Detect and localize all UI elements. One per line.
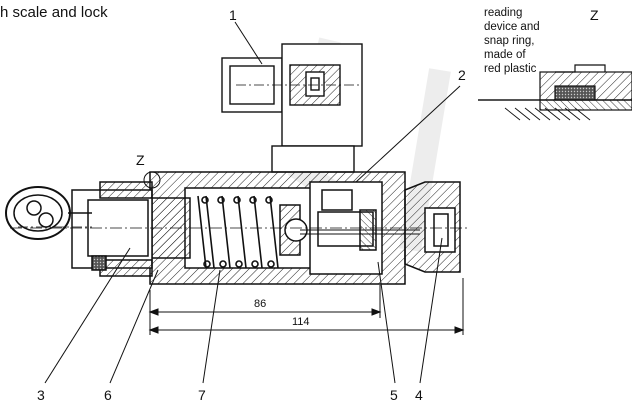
inset-detail-label: Z xyxy=(590,7,599,23)
part-label-6: 6 xyxy=(104,387,112,403)
part-label-7: 7 xyxy=(198,387,206,403)
part-label-2: 2 xyxy=(458,67,466,83)
dimension-86: 86 xyxy=(254,298,266,310)
outlet-fitting xyxy=(404,181,461,273)
part-label-1: 1 xyxy=(229,7,237,23)
part-label-4: 4 xyxy=(415,387,423,403)
inset-note-line: reading xyxy=(484,7,523,19)
leader-lines xyxy=(44,21,461,384)
inset-note-line: snap ring, xyxy=(484,35,535,47)
detail-z-inset xyxy=(478,64,632,121)
caption-text: h scale and lock xyxy=(0,4,108,21)
part-label-5: 5 xyxy=(390,387,398,403)
detail-marker-z: Z xyxy=(136,152,145,168)
dimension-114: 114 xyxy=(292,316,310,328)
dimension-lines xyxy=(148,278,465,335)
inset-note-line: red plastic xyxy=(484,63,537,75)
part-label-3: 3 xyxy=(37,387,45,403)
connector-plug xyxy=(221,43,363,173)
left-lock-assembly xyxy=(5,181,153,277)
inset-note: reading device and snap ring, made of re… xyxy=(484,6,574,76)
inset-note-line: made of xyxy=(484,49,526,61)
inset-note-line: device and xyxy=(484,21,540,33)
